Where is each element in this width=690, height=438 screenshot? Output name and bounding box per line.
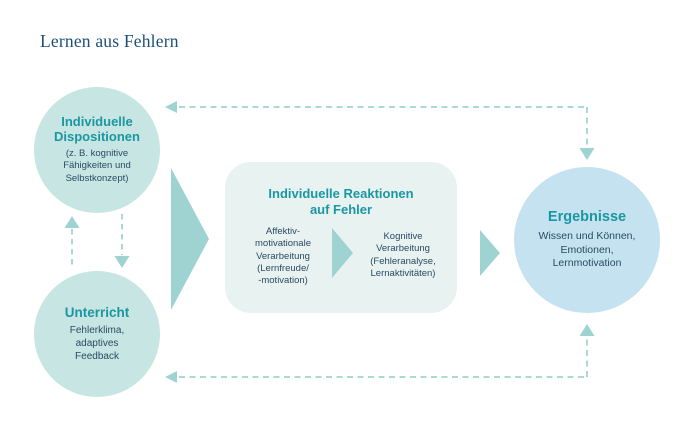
feedback-arrow-top-icon — [165, 101, 595, 160]
unterricht-circle: Unterricht Fehlerklima, adaptives Feedba… — [34, 271, 160, 397]
dispositions-heading: Individuelle Dispositionen — [54, 114, 140, 144]
feedback-arrow-bottom-icon — [165, 324, 595, 383]
arrow-reactions-to-results-icon — [480, 230, 500, 276]
results-heading: Ergebnisse — [547, 209, 627, 226]
dispositions-circle: Individuelle Dispositionen (z. B. kognit… — [34, 87, 160, 213]
unterricht-subtext: Fehlerklima, adaptives Feedback — [69, 324, 125, 362]
unterricht-heading: Unterricht — [64, 305, 130, 321]
results-circle: Ergebnisse Wissen und Können, Emotionen,… — [514, 167, 660, 313]
affective-processing-text: Affektiv- motivationale Verarbeitung (Le… — [255, 226, 311, 287]
page-title: Lernen aus Fehlern — [40, 31, 179, 51]
results-subtext: Wissen und Können, Emotionen, Lernmotiva… — [538, 229, 636, 270]
reactions-box: Individuelle Reaktionen auf Fehler Affek… — [225, 162, 457, 313]
dispositions-subtext: (z. B. kognitive Fähigkeiten und Selbstk… — [63, 147, 131, 184]
arrow-affective-to-cognitive-icon — [332, 228, 353, 278]
reactions-heading: Individuelle Reaktionen auf Fehler — [268, 186, 414, 218]
cognitive-processing-text: Kognitive Verarbeitung (Fehleranalyse, L… — [370, 231, 436, 280]
arrow-inputs-to-reactions-icon — [171, 168, 209, 310]
arrow-unterricht-dispositions-exchange-icon — [64, 214, 130, 268]
